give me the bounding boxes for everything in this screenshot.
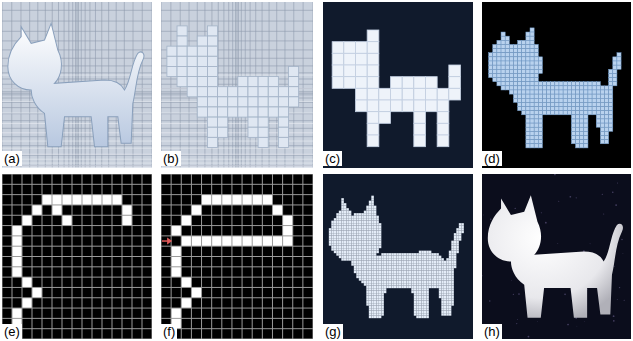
panel-f: [161, 174, 313, 339]
panel-label: (a): [2, 151, 22, 166]
panel-h: [482, 174, 631, 339]
panel-a: [2, 2, 152, 168]
panel-label: (d): [482, 151, 502, 166]
panel-e: [2, 174, 152, 339]
panel-g: [323, 174, 473, 339]
panel-label: (f): [161, 324, 177, 339]
panel-b: [161, 2, 313, 168]
panel-label: (g): [323, 324, 343, 339]
panel-c: [323, 2, 473, 168]
panel-label: (b): [161, 151, 181, 166]
panel-label: (c): [323, 151, 342, 166]
panel-label: (h): [482, 324, 502, 339]
panel-label: (e): [2, 324, 22, 339]
panel-d: [482, 2, 631, 168]
